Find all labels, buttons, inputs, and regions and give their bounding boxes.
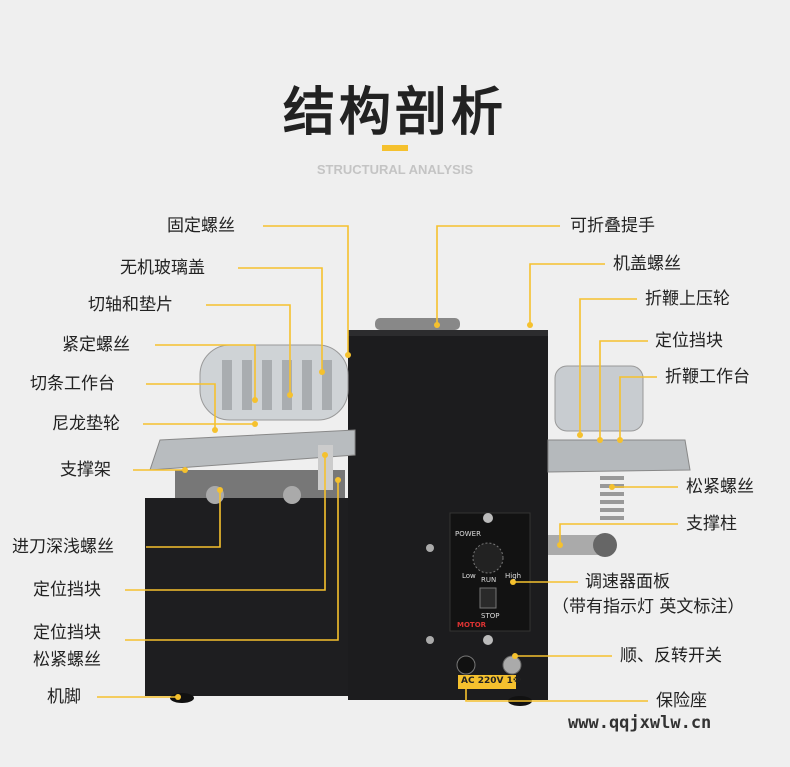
label-positioning-block: 定位挡块 (33, 580, 101, 600)
voltage-label (458, 675, 516, 689)
label-folding-handle: 可折叠提手 (570, 216, 655, 236)
label-feed-depth-screw: 进刀深浅螺丝 (12, 537, 114, 557)
label-fuse-holder: 保险座 (656, 691, 707, 711)
label-upper-press-roller: 折鞭上压轮 (645, 289, 730, 309)
leader-lines (97, 225, 678, 702)
label-tension-screw: 松紧螺丝 (33, 650, 101, 670)
title-accent-bar (382, 145, 408, 151)
label-set-screw: 紧定螺丝 (62, 335, 130, 355)
fuse-holder (456, 655, 476, 675)
panel-run-label: RUN (481, 576, 497, 584)
label-speed-panel-note: （带有指示灯 英文标注） (552, 597, 745, 617)
page-subtitle: STRUCTURAL ANALYSIS (316, 162, 474, 177)
website-watermark: www.qqjxwlw.cn (568, 713, 712, 733)
machine-foot (170, 693, 194, 703)
label-cover-screw: 机盖螺丝 (613, 254, 681, 274)
label-direction-switch: 顺、反转开关 (620, 646, 722, 666)
voltage-text: AC 220V 1※ (461, 676, 522, 686)
folding-table (547, 439, 691, 473)
cutting-table (149, 429, 356, 471)
panel-low-label: Low (462, 572, 476, 580)
panel-high-label: High (505, 572, 522, 580)
label-positioning-block-right: 定位挡块 (655, 331, 723, 351)
label-foot: 机脚 (47, 687, 81, 707)
stop-switch (479, 587, 497, 609)
panel-power-label: POWER (455, 530, 481, 538)
label-nylon-wheel: 尼龙垫轮 (52, 414, 120, 434)
label-glass-cover: 无机玻璃盖 (120, 258, 205, 278)
direction-switch (502, 655, 522, 675)
label-support-frame: 支撑架 (60, 460, 111, 480)
label-folding-table: 折鞭工作台 (665, 367, 750, 387)
label-support-column: 支撑柱 (686, 514, 737, 534)
folding-roller (554, 365, 644, 432)
label-fixing-screw: 固定螺丝 (167, 216, 235, 236)
label-positioning-block-2: 定位挡块 (33, 623, 101, 643)
label-speed-panel: 调速器面板 (585, 572, 670, 592)
panel-brand-label: MOTOR (457, 621, 487, 629)
handle (375, 318, 460, 330)
label-cutting-shaft: 切轴和垫片 (88, 295, 173, 315)
panel-stop-label: STOP (481, 612, 500, 620)
page-title: 结构剖析 (282, 83, 507, 143)
machine-base (145, 498, 350, 696)
label-tension-screw-right: 松紧螺丝 (686, 477, 754, 497)
label-cutting-table: 切条工作台 (30, 374, 115, 394)
